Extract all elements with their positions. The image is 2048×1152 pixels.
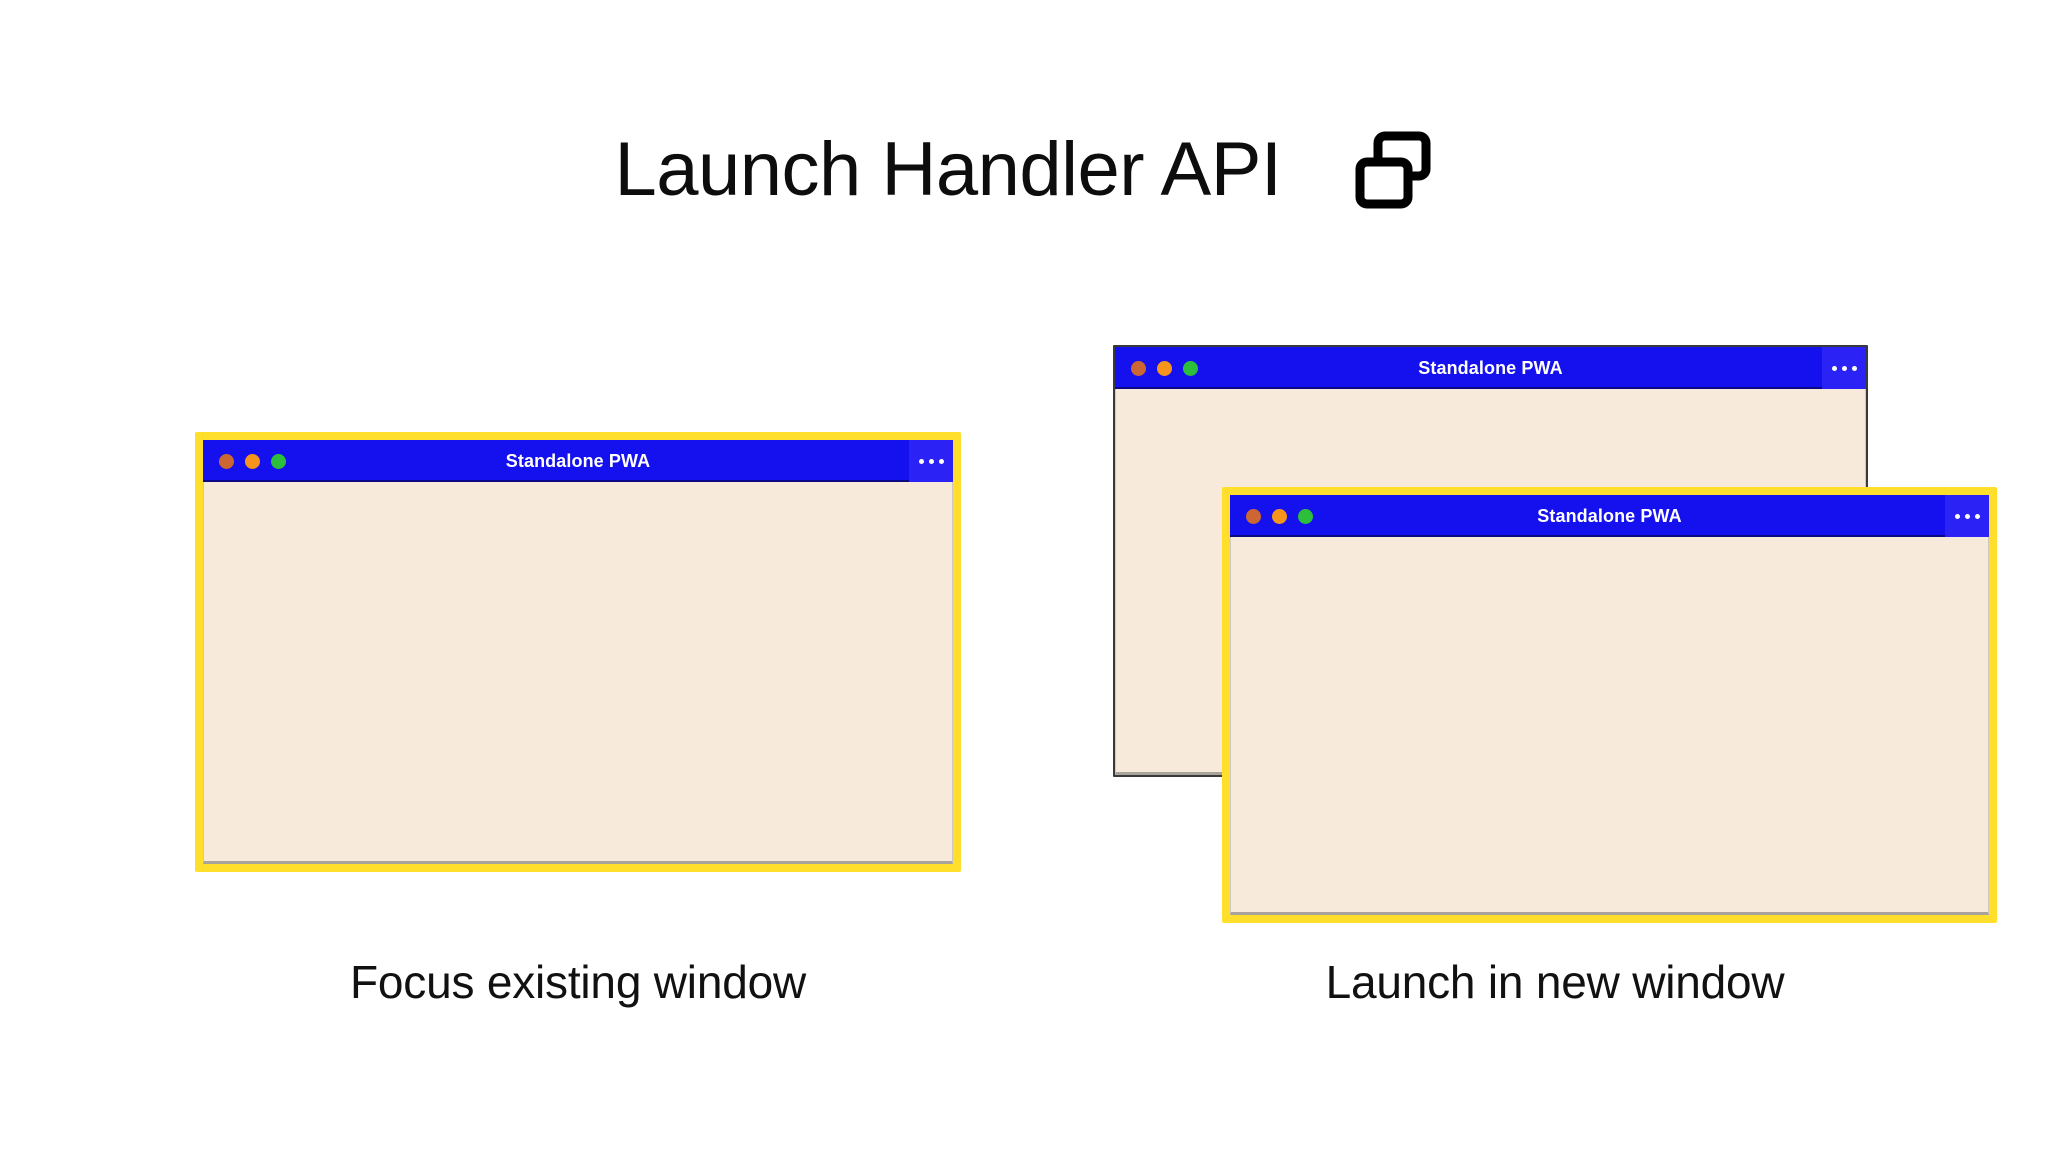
traffic-lights [1115, 360, 1198, 376]
close-button-icon[interactable] [1246, 508, 1261, 524]
multi-window-icon [1352, 129, 1434, 211]
window-title: Standalone PWA [505, 450, 651, 471]
close-button-icon[interactable] [219, 453, 234, 469]
menu-dot-icon [938, 458, 944, 464]
window-content-area [1230, 537, 1989, 915]
caption-launch-new: Launch in new window [1325, 956, 1785, 1008]
window-titlebar[interactable]: Standalone PWA [1115, 347, 1866, 389]
caption-focus-existing: Focus existing window [349, 956, 806, 1008]
menu-dot-icon [1964, 513, 1970, 519]
maximize-button-icon[interactable] [1298, 508, 1313, 524]
window-inner: Standalone PWA [1230, 495, 1989, 915]
window-title: Standalone PWA [1537, 505, 1682, 526]
window-title: Standalone PWA [1418, 357, 1563, 378]
page-header: Launch Handler API [0, 110, 2048, 230]
window-focus-existing[interactable]: Standalone PWA [195, 432, 961, 872]
menu-dot-icon [928, 458, 934, 464]
window-front-new[interactable]: Standalone PWA [1222, 487, 1997, 923]
menu-dot-icon [1974, 513, 1980, 519]
minimize-button-icon[interactable] [1157, 360, 1172, 376]
minimize-button-icon[interactable] [245, 453, 260, 469]
close-button-icon[interactable] [1131, 360, 1146, 376]
menu-dot-icon [1841, 365, 1847, 371]
overflow-menu-button[interactable] [1945, 495, 1989, 537]
maximize-button-icon[interactable] [1183, 360, 1198, 376]
page-title: Launch Handler API [614, 127, 1282, 212]
menu-dot-icon [918, 458, 924, 464]
window-titlebar[interactable]: Standalone PWA [1230, 495, 1989, 537]
overflow-menu-button[interactable] [909, 440, 953, 482]
overflow-menu-button[interactable] [1822, 347, 1866, 389]
window-inner: Standalone PWA [203, 440, 953, 864]
menu-dot-icon [1831, 365, 1837, 371]
window-content-area [203, 482, 953, 864]
window-titlebar[interactable]: Standalone PWA [203, 440, 953, 482]
menu-dot-icon [1954, 513, 1960, 519]
maximize-button-icon[interactable] [271, 453, 286, 469]
minimize-button-icon[interactable] [1272, 508, 1287, 524]
traffic-lights [203, 453, 286, 469]
menu-dot-icon [1851, 365, 1857, 371]
traffic-lights [1230, 508, 1313, 524]
